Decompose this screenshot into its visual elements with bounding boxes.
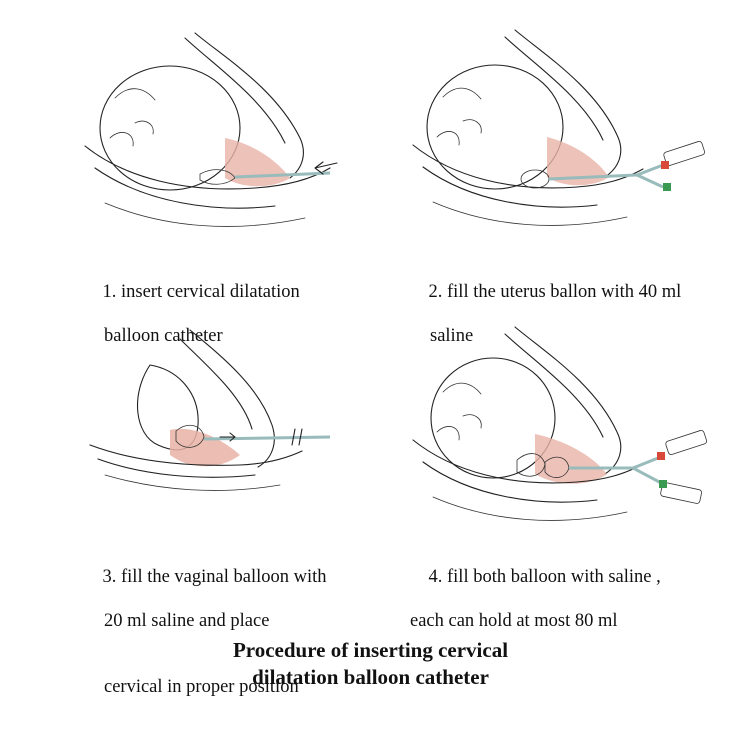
step-1-illustration: [84, 32, 338, 227]
step-3-caption-line2: 20 ml saline and place: [104, 611, 270, 631]
step-1-caption: 1. insert cervical dilatation balloon ca…: [84, 259, 300, 391]
figure-title-line1: Procedure of inserting cervical: [232, 638, 509, 662]
step-3-illustration: [89, 329, 331, 491]
step-4-caption-line2: each can hold at most 80 ml: [410, 611, 618, 631]
step-3-caption: 3. fill the vaginal balloon with 20 ml s…: [84, 544, 327, 742]
step-1-caption-line1: 1. insert cervical dilatation: [102, 282, 300, 302]
step-2-caption: 2. fill the uterus ballon with 40 ml sal…: [410, 259, 682, 391]
step-3-caption-line1: 3. fill the vaginal balloon with: [102, 567, 327, 587]
step-3-caption-line3: cervical in proper position: [104, 677, 299, 697]
step-2-illustration: [412, 29, 705, 226]
step-2-caption-line1: 2. fill the uterus ballon with 40 ml: [428, 282, 682, 302]
step-4-illustration: [412, 326, 707, 521]
step-1-caption-line2: balloon catheter: [104, 326, 223, 346]
figure-title-line2: dilatation balloon catheter: [252, 665, 489, 689]
step-2-caption-line2: saline: [430, 326, 474, 346]
figure-title: Procedure of inserting cervical dilatati…: [0, 637, 741, 691]
step-4-caption-line1: 4. fill both balloon with saline ,: [428, 567, 661, 587]
step-4-caption: 4. fill both balloon with saline , each …: [410, 544, 661, 676]
